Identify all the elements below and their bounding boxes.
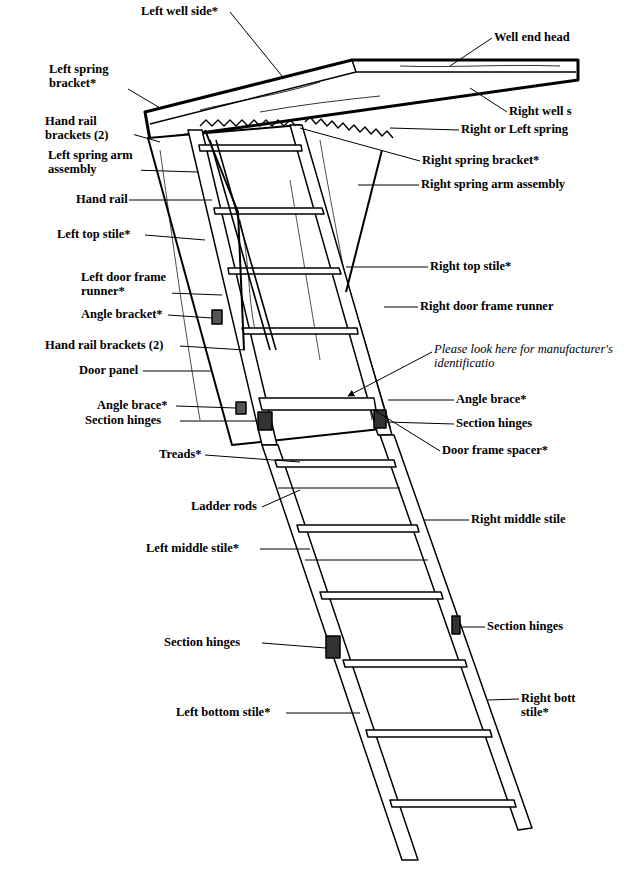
part-label: Door panel [78, 363, 139, 377]
part-label: Hand rail [75, 192, 129, 206]
part-label: Please look here for manufacturer's iden… [433, 342, 631, 370]
part-label: Ladder rods [190, 499, 258, 513]
door-frame-spacer [259, 398, 376, 410]
well-frame [145, 60, 578, 140]
part-label: Left top stile* [56, 227, 132, 241]
part-label: Treads* [158, 447, 203, 461]
part-label: Right top stile* [429, 259, 512, 273]
part-label: Right or Left spring [460, 122, 569, 136]
door-panel [148, 125, 390, 445]
part-label: Right spring bracket* [421, 153, 540, 167]
part-label: Right door frame runner [419, 299, 554, 313]
part-label: Right well s [508, 104, 573, 118]
part-label: Left bottom stile* [175, 705, 271, 719]
part-label: Section hinges [486, 619, 564, 633]
part-label: Left spring bracket* [48, 62, 128, 90]
part-label: Left door frame runner* [80, 270, 172, 298]
part-label: Section hinges [455, 416, 533, 430]
part-label: Section hinges [84, 413, 162, 427]
part-label: Right bott stile* [520, 691, 592, 719]
part-label: Left well side* [140, 4, 219, 18]
part-label: Angle brace* [96, 398, 168, 412]
part-label: Left spring arm assembly [47, 148, 141, 176]
part-label: Hand rail brackets (2) [44, 338, 164, 352]
part-label: Angle brace* [455, 392, 527, 406]
part-label: Section hinges [163, 635, 241, 649]
part-label: Right spring arm assembly [420, 177, 566, 191]
right-top-stile [290, 125, 392, 435]
part-label: Right middle stile [470, 512, 566, 526]
left-lower-stile [262, 445, 418, 860]
part-label: Angle bracket* [80, 307, 164, 321]
part-label: Well end head [493, 30, 571, 44]
part-label: Hand rail brackets (2) [44, 114, 134, 142]
part-label: Left middle stile* [145, 541, 240, 555]
part-label: Door frame spacer* [441, 443, 549, 457]
